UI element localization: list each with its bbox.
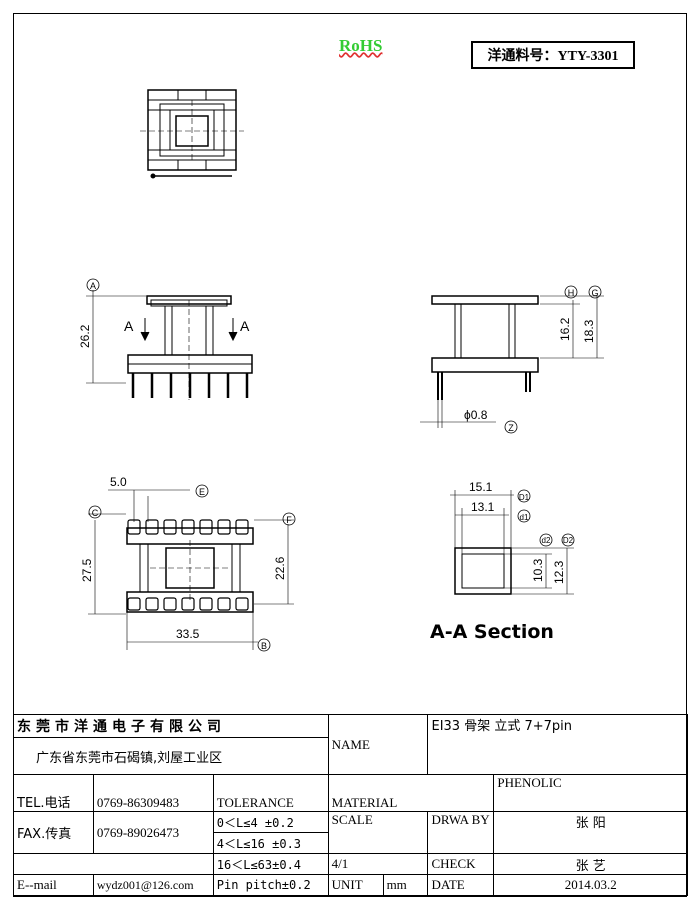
label-Z-circle: Z [508, 423, 514, 433]
label-D2-circle: D2 [563, 536, 574, 545]
dim-22-6: 22.6 [273, 556, 287, 580]
label-C-circle: C [92, 508, 99, 518]
dim-13-1: 13.1 [471, 500, 495, 514]
dim-26-2: 26.2 [78, 324, 92, 348]
pin-slot [235, 597, 249, 611]
label-B-circle: B [261, 641, 267, 651]
label-d2-circle: d2 [542, 536, 551, 545]
section-view [450, 489, 575, 595]
pin-slot [127, 519, 141, 535]
tel-label: TEL.电话 [13, 774, 94, 812]
section-title: A-A Section [430, 621, 554, 643]
dim-27-5: 27.5 [80, 558, 94, 582]
company-address: 广东省东莞市石碣镇,刘屋工业区 [13, 737, 329, 775]
tolerance-range-3: 16＜L≤63±0.4 [212, 853, 329, 875]
label-H-circle: H [568, 288, 575, 298]
tolerance-range-2: 4＜L≤16 ±0.3 [212, 832, 329, 854]
label-F-circle: F [286, 515, 292, 525]
pin-slot [199, 597, 213, 611]
label-d1-circle: d1 [520, 513, 529, 522]
pin-slot [181, 519, 195, 535]
label-A-circle: A [90, 281, 96, 291]
scale-value: 4/1 [327, 853, 429, 875]
bottom-view [88, 484, 296, 652]
material-label: MATERIAL [327, 774, 495, 812]
label-D1-circle: D1 [519, 493, 530, 502]
email-label: E--mail [13, 874, 94, 896]
pin-slot [217, 519, 231, 535]
tel-value: 0769-86309483 [92, 774, 214, 812]
front-view [86, 278, 253, 400]
dim-15-1: 15.1 [469, 480, 493, 494]
part-number-box: 洋通料号：YTY-3301 [471, 41, 635, 69]
unit-label: UNIT [327, 874, 384, 896]
label-E-circle: E [199, 487, 205, 497]
tolerance-label: TOLERANCE [212, 774, 329, 812]
pin-slot [145, 597, 159, 611]
dim-12-3: 12.3 [552, 560, 566, 584]
date-value: 2014.03.2 [493, 874, 688, 896]
label-G-circle: G [591, 288, 598, 298]
side-view [420, 285, 604, 434]
technical-drawing: A A A 26.2 H G 16.2 18.3 ϕ0.8 Z 5.0 E C … [78, 89, 604, 652]
dim-33-5: 33.5 [176, 627, 200, 641]
dim-16-2: 16.2 [558, 317, 572, 341]
check-label: CHECK [427, 853, 495, 875]
pin-slot [145, 519, 159, 535]
name-label: NAME [327, 714, 429, 775]
dim-18-3: 18.3 [582, 319, 596, 343]
pin-slot [163, 519, 177, 535]
label-section-left: A [124, 318, 134, 334]
unit-value: mm [382, 874, 429, 896]
fax-label: FAX.传真 [13, 811, 94, 854]
date-label: DATE [427, 874, 495, 896]
title-block: 东莞市洋通电子有限公司 NAME EI33 骨架 立式 7+7pin 广东省东莞… [13, 714, 688, 896]
label-section-right: A [240, 318, 250, 334]
pin-slot [181, 597, 195, 611]
scale-label: SCALE [327, 811, 429, 854]
pin-slot [199, 519, 213, 535]
pin-slot [127, 597, 141, 611]
drawn-by-value: 张 阳 [493, 811, 688, 854]
email-value: wydz001@126.com [92, 874, 214, 896]
pin-slot [163, 597, 177, 611]
company-name: 东莞市洋通电子有限公司 [13, 714, 329, 738]
tolerance-range-1: 0＜L≤4 ±0.2 [212, 811, 329, 833]
dim-pin-diameter: ϕ0.8 [464, 408, 488, 422]
material-value: PHENOLIC [493, 774, 688, 812]
dim-10-3: 10.3 [531, 558, 545, 582]
name-value: EI33 骨架 立式 7+7pin [427, 714, 688, 775]
top-view [140, 89, 244, 179]
pin-slot [217, 597, 231, 611]
pin-slot [235, 519, 249, 535]
fax-value: 0769-89026473 [92, 811, 214, 854]
drawn-by-label: DRWA BY [427, 811, 495, 854]
tolerance-pin-pitch: Pin pitch±0.2 [212, 874, 329, 896]
rohs-mark: RoHS [339, 36, 383, 55]
dim-5-0: 5.0 [110, 475, 127, 489]
check-value: 张 艺 [493, 853, 688, 875]
